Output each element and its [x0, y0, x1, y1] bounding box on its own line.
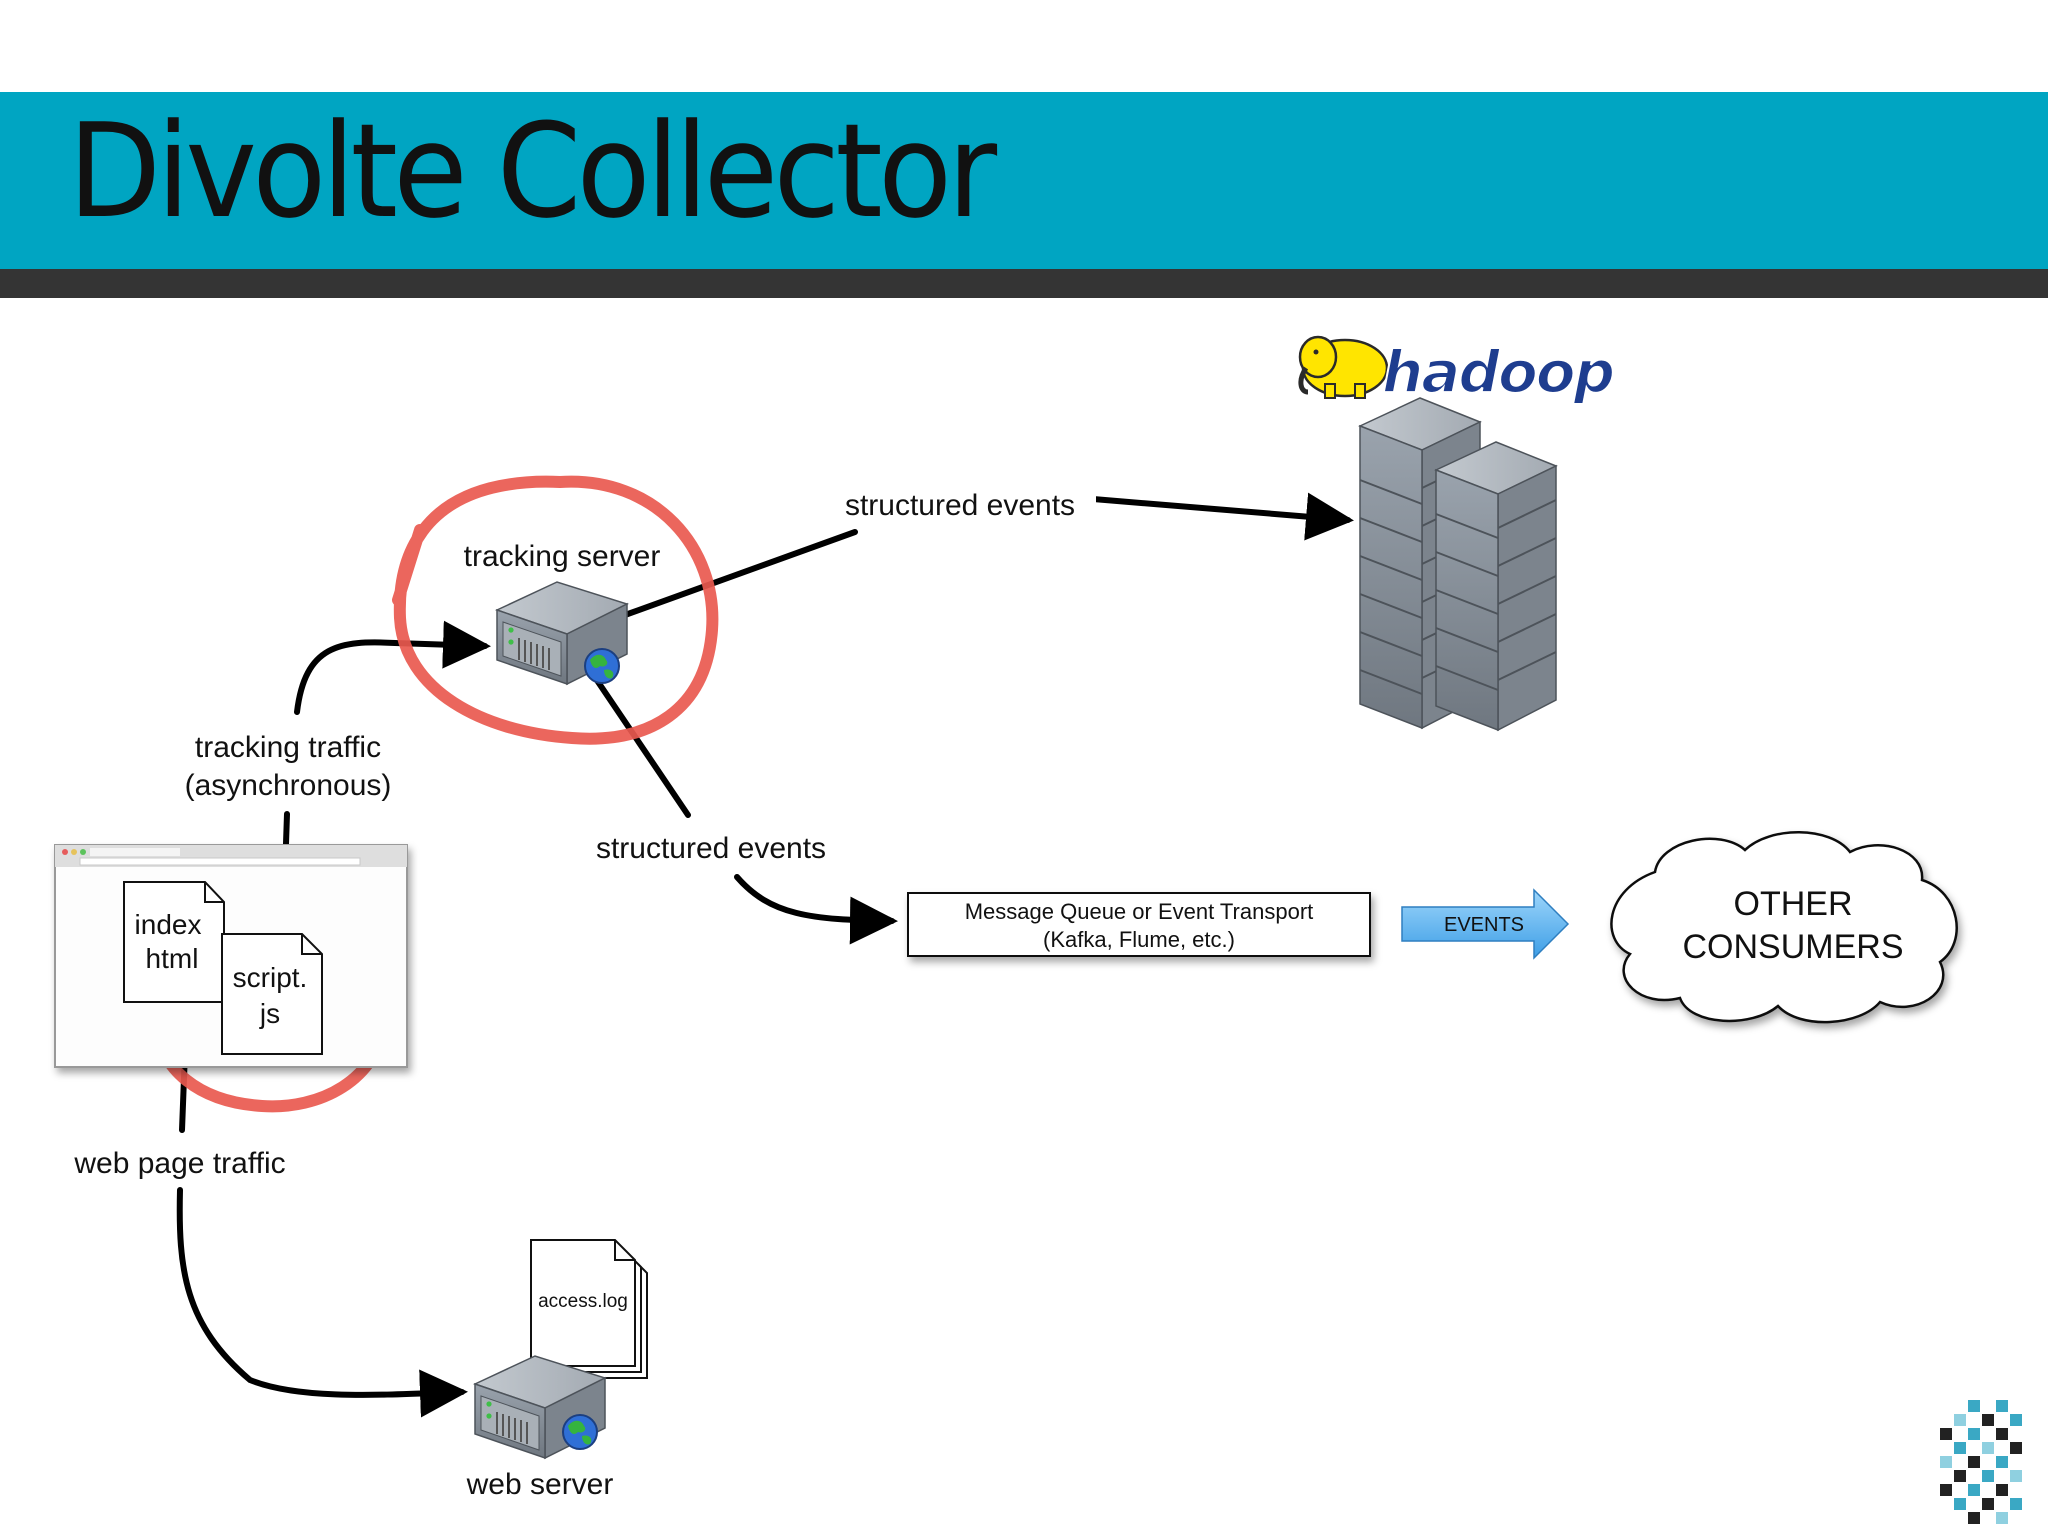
hadoop-logo: hadoop — [1298, 335, 1617, 407]
events-arrow-shape — [1401, 888, 1570, 960]
index-html-label-2: html — [146, 943, 199, 974]
web-server — [474, 1355, 606, 1459]
company-logo-icon — [1940, 1400, 2022, 1524]
connector-lines — [176, 492, 1354, 1418]
title-underbar — [0, 269, 2048, 298]
hadoop-elephant-icon — [1298, 335, 1389, 399]
cloud-icon — [1610, 831, 1958, 1024]
message-queue-examples-label: (Kafka, Flume, etc.) — [1043, 927, 1235, 952]
structured-events-top-label: structured events — [845, 489, 1075, 522]
index-html-document-icon — [123, 881, 225, 1003]
tracking-server — [496, 581, 628, 685]
script-js-label-2: js — [259, 998, 280, 1029]
structured-events-mid-label: structured events — [596, 832, 826, 865]
events-arrow-label: EVENTS — [1444, 914, 1524, 936]
highlight-circle-tracking-server — [392, 475, 719, 745]
message-queue-label: Message Queue or Event Transport — [965, 899, 1314, 924]
tracking-server-label: tracking server — [464, 540, 661, 573]
arrow-server-to-queue-a — [587, 667, 691, 818]
access-log-label: access.log — [538, 1291, 628, 1312]
title-band — [0, 92, 2048, 269]
slide-title: Divolte Collector — [68, 95, 997, 247]
message-queue-box — [907, 892, 1371, 957]
globe-icon — [584, 648, 620, 684]
arrow-web-traffic-lower — [176, 1187, 468, 1418]
arrow-server-to-hadoop-a — [622, 529, 858, 618]
other-consumers-label-2: CONSUMERS — [1682, 928, 1903, 966]
web-server-label: web server — [466, 1468, 614, 1501]
other-consumers-label-1: OTHER — [1734, 885, 1853, 923]
globe-icon — [562, 1414, 598, 1450]
index-html-label-1: index — [135, 909, 202, 940]
arrow-server-to-queue-b — [734, 874, 898, 945]
script-js-document-icon — [221, 933, 323, 1055]
script-js-label-1: script. — [233, 962, 308, 993]
arrow-tracking-traffic-upper — [294, 620, 491, 715]
arrow-server-to-hadoop-b — [1090, 492, 1354, 541]
hadoop-wordmark: hadoop — [1382, 338, 1614, 406]
hadoop-cluster — [1358, 397, 1558, 732]
tracking-traffic-label: tracking traffic — [195, 731, 381, 764]
access-log-document-stack — [530, 1239, 648, 1379]
tracking-traffic-async-label: (asynchronous) — [185, 769, 392, 802]
web-page-traffic-label: web page traffic — [73, 1147, 285, 1180]
